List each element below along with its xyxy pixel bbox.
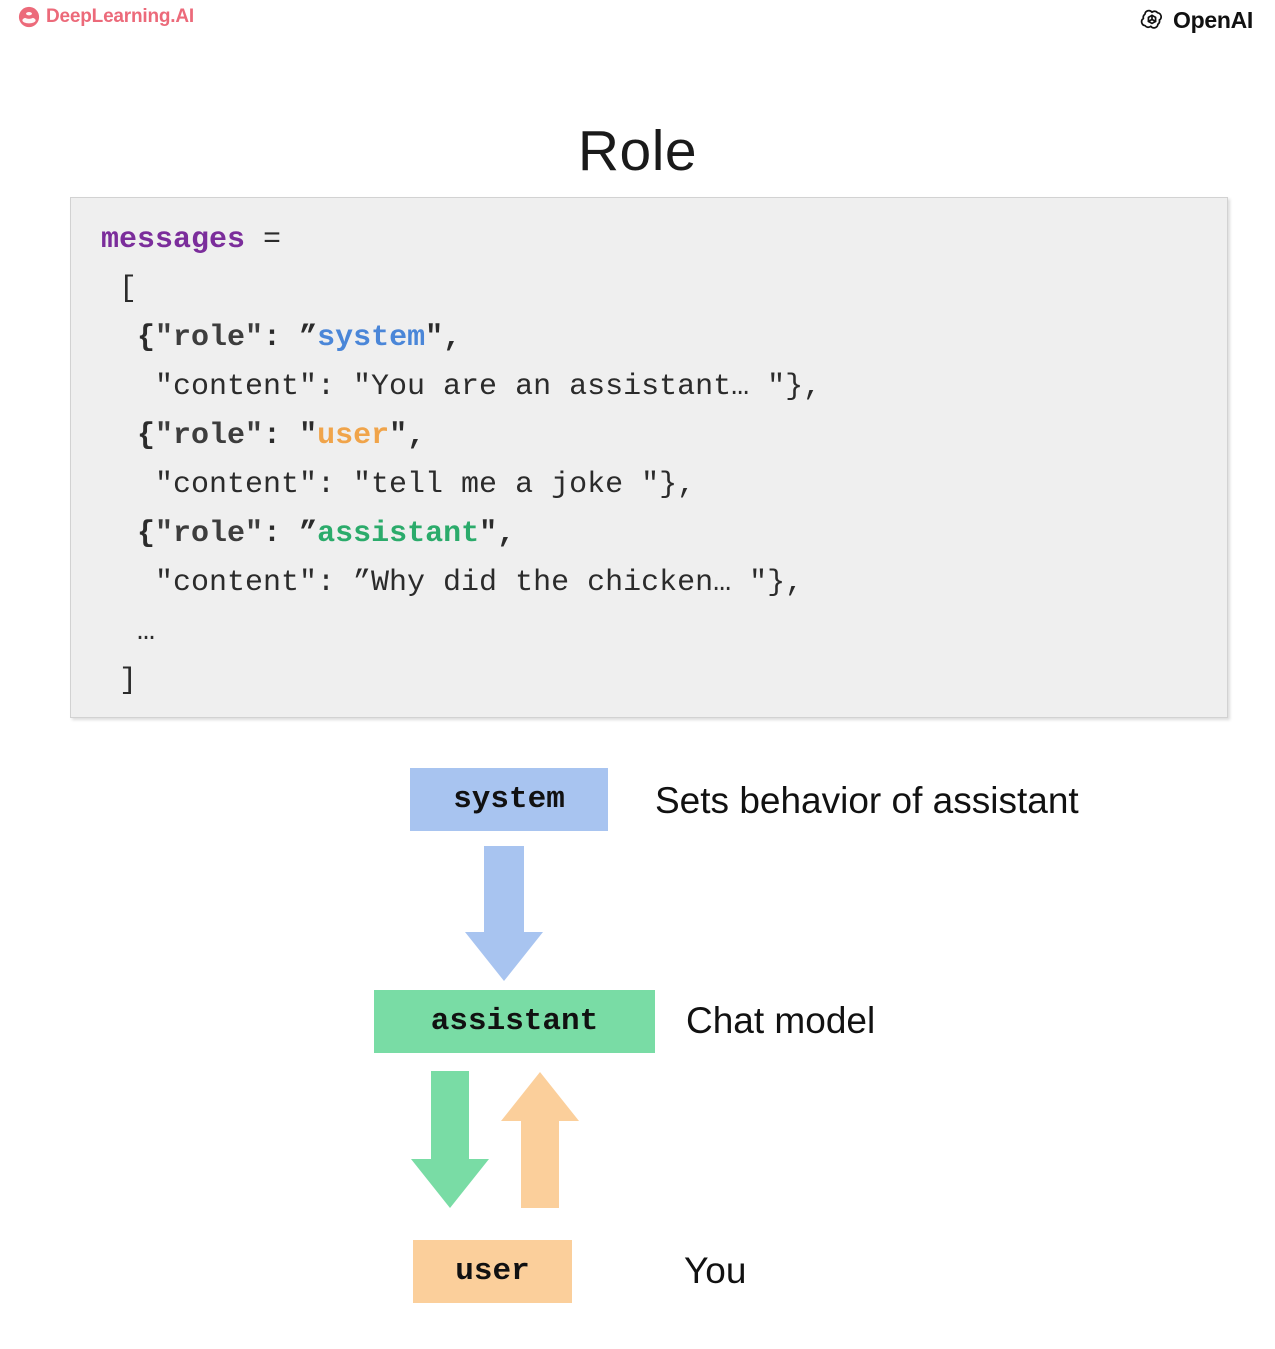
code-token-plain: "content": "tell me a joke "}, [101, 468, 696, 502]
code-token-punct: { [101, 517, 156, 551]
node-system-box[interactable]: system [410, 768, 608, 831]
code-line: "content": "tell me a joke "}, [101, 461, 821, 510]
code-token-plain: "content": "You are an assistant… "}, [101, 370, 822, 404]
code-line: [ [101, 265, 821, 314]
openai-logo-icon [1140, 9, 1162, 29]
code-line: … [101, 608, 821, 657]
code-token-punct: { [101, 321, 156, 355]
code-token-punct: { [101, 419, 156, 453]
arrow-system-to-assistant-icon [465, 846, 543, 981]
code-token-punct: ", [389, 419, 426, 453]
arrow-user-to-assistant-icon [501, 1072, 579, 1208]
code-token-plain: [ [101, 272, 138, 306]
code-token-plain: "content": ”Why did the chicken… "}, [101, 566, 804, 600]
code-token-punct: ” [299, 517, 318, 551]
code-token-punct: : [263, 517, 300, 551]
code-token-punct: " [299, 419, 318, 453]
code-line: messages = [101, 216, 821, 265]
code-token-asst: assistant [317, 517, 480, 551]
node-assistant-label: assistant [430, 1004, 599, 1039]
arrow-assistant-to-user-icon [411, 1071, 489, 1208]
code-line: ] [101, 657, 821, 706]
code-token-punct: : [263, 419, 300, 453]
page-title: Role [577, 119, 698, 183]
code-token-key: "role" [155, 517, 264, 551]
node-system-label: system [453, 782, 565, 817]
code-line: {"role": ”system", [101, 314, 821, 363]
code-token-plain: … [101, 615, 156, 649]
code-token-key: "role" [155, 419, 264, 453]
code-block-content: messages = [ {"role": ”system", "content… [101, 216, 821, 706]
code-line: {"role": ”assistant", [101, 510, 821, 559]
node-user-box[interactable]: user [413, 1240, 572, 1303]
code-token-plain: ] [101, 664, 138, 698]
code-line: "content": ”Why did the chicken… "}, [101, 559, 821, 608]
code-token-punct: : [263, 321, 300, 355]
code-token-key: "role" [155, 321, 264, 355]
code-token-punct: ", [425, 321, 462, 355]
node-user-description: You [684, 1250, 747, 1291]
node-assistant-box[interactable]: assistant [374, 990, 655, 1053]
code-token-plain: = [245, 223, 282, 257]
code-token-punct: ” [299, 321, 318, 355]
deeplearning-ai-wordmark: DeepLearning.AI [46, 6, 194, 27]
code-line: {"role": "user", [101, 412, 821, 461]
node-assistant-description: Chat model [686, 1000, 876, 1041]
node-user-label: user [455, 1254, 530, 1289]
openai-brand: OpenAI [1139, 7, 1253, 34]
code-token-sys: system [317, 321, 426, 355]
node-system-description: Sets behavior of assistant [655, 780, 1079, 821]
code-line: "content": "You are an assistant… "}, [101, 363, 821, 412]
code-token-user: user [317, 419, 390, 453]
deeplearning-ai-logo-icon [18, 6, 40, 28]
code-token-punct: ", [479, 517, 516, 551]
openai-wordmark: OpenAI [1173, 7, 1253, 33]
deeplearning-ai-brand: DeepLearning.AI [18, 6, 194, 28]
code-token-var: messages [101, 223, 246, 257]
code-block: messages = [ {"role": ”system", "content… [70, 197, 1228, 718]
